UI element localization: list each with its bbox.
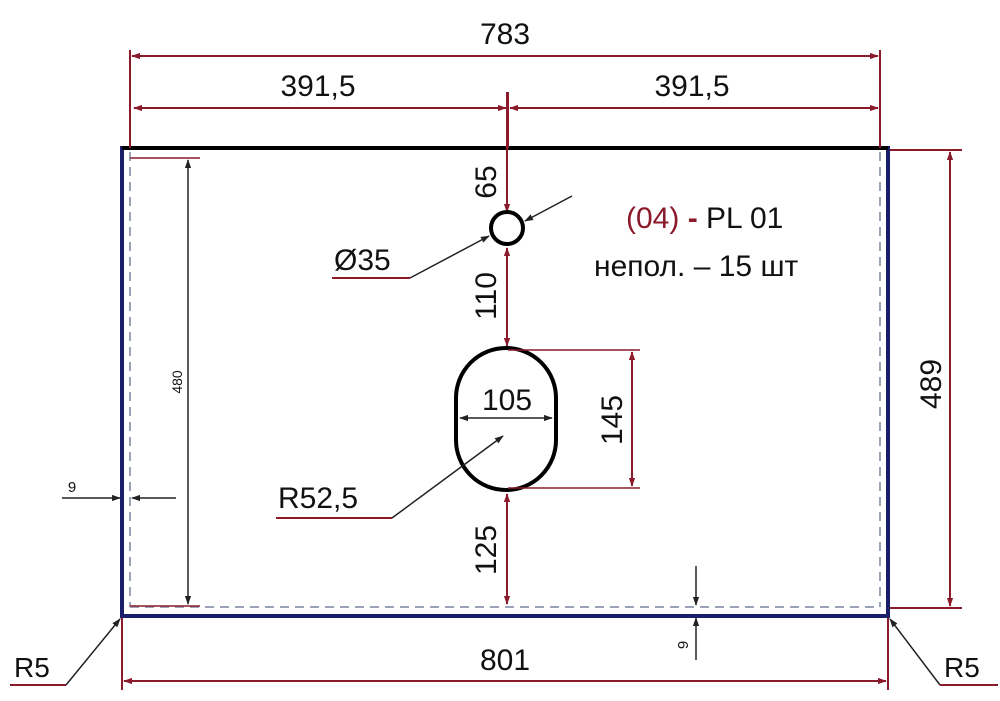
dim-label-top-left-half: 391,5 — [280, 70, 355, 103]
callout-corner-right-label: R5 — [944, 652, 980, 683]
dim-top-halves: 391,5 391,5 — [133, 70, 879, 148]
callout-corner-right: R5 — [889, 618, 998, 686]
dim-label-edge-bottom: 9 — [675, 641, 692, 649]
dim-edge-left: 9 — [62, 479, 176, 502]
part-note-code: PL 01 — [706, 202, 783, 235]
part-note: (04) - PL 01 непол. – 15 шт — [594, 202, 799, 283]
dim-inner-height: 480 — [130, 157, 200, 607]
dim-top-overall: 783 — [129, 18, 881, 148]
dim-label-oval-height: 145 — [596, 395, 629, 445]
dim-label-top-overall: 783 — [480, 18, 530, 51]
callout-oval-radius-label: R52,5 — [278, 482, 358, 515]
dim-bottom-overall: 801 — [121, 618, 889, 690]
callout-small-hole-label: Ø35 — [334, 244, 391, 277]
dim-right-height: 489 — [890, 149, 962, 609]
dim-label-top-right-half: 391,5 — [654, 70, 729, 103]
part-note-code-prefix: (04) — [626, 202, 679, 235]
panel — [120, 146, 890, 618]
dim-label-right-height: 489 — [915, 359, 948, 409]
dim-label-inner-height: 480 — [169, 370, 185, 394]
oval-cutout: 105 145 R52,5 — [276, 346, 640, 519]
dim-label-oval-width: 105 — [482, 384, 532, 417]
small-hole-circle — [489, 210, 525, 246]
dim-label-between-holes: 110 — [470, 272, 503, 320]
callout-corner-left-label: R5 — [14, 652, 50, 683]
small-hole: Ø35 — [332, 195, 573, 279]
dim-label-bottom-to-oval: 125 — [470, 525, 503, 575]
part-note-dash: – — [694, 250, 711, 283]
dim-label-edge-left: 9 — [68, 479, 76, 496]
center-dimension-chain: 65 110 125 — [470, 92, 511, 605]
part-note-line2: непол. – 15 шт — [594, 250, 799, 283]
dim-edge-bottom: 9 — [675, 566, 700, 660]
oval-cutout-shape — [454, 346, 558, 492]
dim-label-bottom-overall: 801 — [480, 644, 530, 677]
part-note-word: непол. — [594, 250, 685, 283]
part-note-qty: 15 шт — [719, 250, 799, 283]
callout-corner-left: R5 — [10, 618, 121, 686]
part-note-line1: (04) - PL 01 — [626, 202, 783, 235]
dim-label-to-small-hole: 65 — [470, 165, 503, 198]
part-note-separator: - — [688, 202, 698, 235]
